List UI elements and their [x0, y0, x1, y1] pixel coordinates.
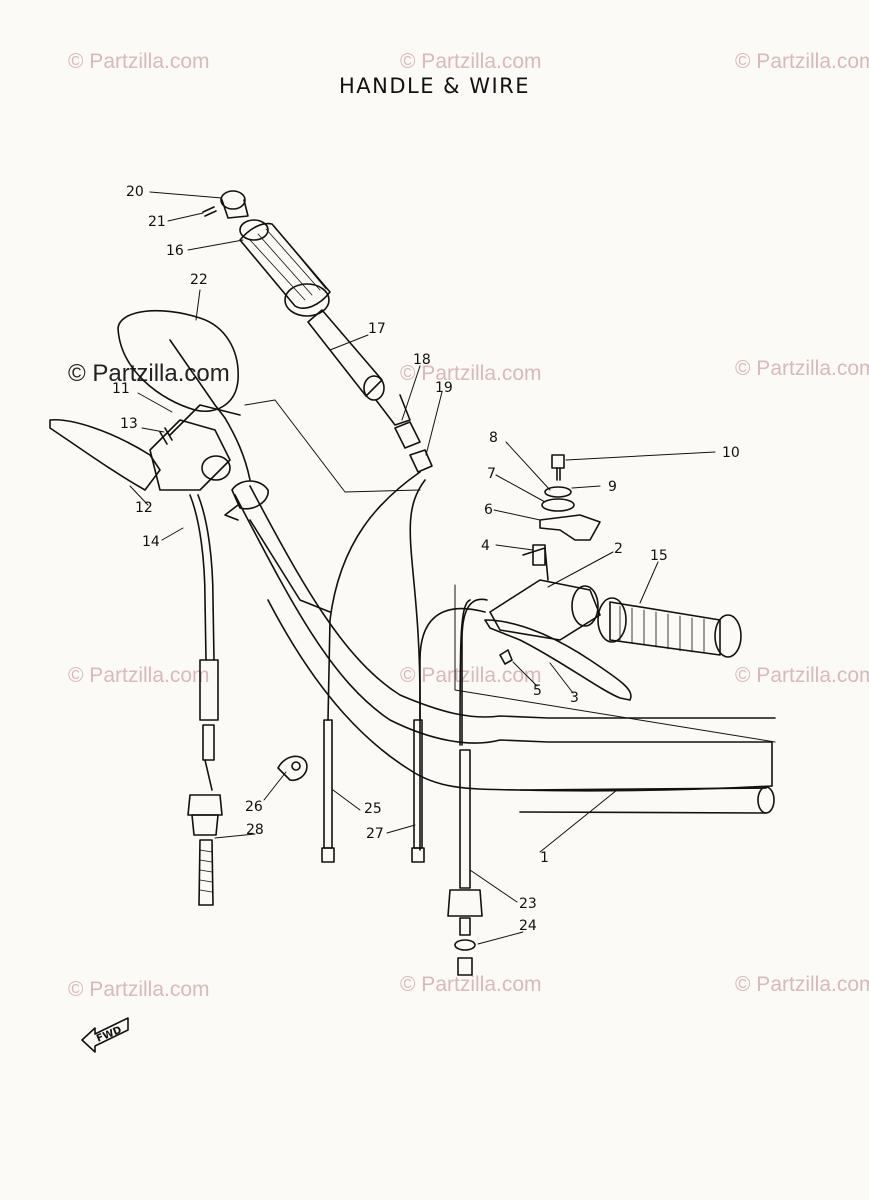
- watermark: © Partzilla.com: [68, 664, 210, 687]
- mirror: [117, 309, 251, 481]
- left-grip: [239, 219, 331, 317]
- callout-8: 8: [489, 430, 498, 446]
- handlebar: [234, 485, 776, 814]
- watermark: © Partzilla.com: [735, 973, 869, 996]
- callout-21: 21: [148, 214, 166, 230]
- callout-7: 7: [487, 466, 496, 482]
- assembly-lines: [244, 399, 776, 743]
- watermark: © Partzilla.com: [400, 664, 542, 687]
- callout-numbers: 20 21 16 22 17 18 19 11 13 12 14 10 8 9 …: [95, 184, 740, 1045]
- throttle-cable-holder: [327, 421, 433, 851]
- callout-24: 24: [519, 918, 537, 934]
- watermark: © Partzilla.com: [735, 357, 869, 380]
- watermark: © Partzilla.com: [400, 362, 542, 385]
- callout-20: 20: [126, 184, 144, 200]
- callout-15: 15: [650, 548, 668, 564]
- watermark-dark: © Partzilla.com: [68, 360, 230, 387]
- callout-18: 18: [413, 352, 431, 368]
- callout-22: 22: [190, 272, 208, 288]
- callout-25: 25: [364, 801, 382, 817]
- callout-5: 5: [533, 683, 542, 699]
- watermark: © Partzilla.com: [735, 50, 869, 73]
- right-lever-holder: [484, 547, 632, 701]
- watermark: © Partzilla.com: [735, 664, 869, 687]
- callout-12: 12: [135, 500, 153, 516]
- callout-26: 26: [245, 799, 263, 815]
- fwd-arrow-icon: [81, 1017, 129, 1053]
- callout-19: 19: [435, 380, 453, 396]
- callout-16: 16: [166, 243, 184, 259]
- handlebar-clamp: [224, 480, 269, 521]
- watermark: © Partzilla.com: [400, 50, 542, 73]
- callout-14: 14: [142, 534, 160, 550]
- callout-3: 3: [570, 690, 579, 706]
- left-lever-holder: [49, 404, 241, 491]
- right-grip: [597, 597, 742, 658]
- callout-23: 23: [519, 896, 537, 912]
- callout-1: 1: [540, 850, 549, 866]
- cable-clip: [277, 755, 308, 782]
- watermark: © Partzilla.com: [68, 978, 210, 1001]
- lever-hardware: [499, 454, 601, 665]
- callout-28: 28: [246, 822, 264, 838]
- watermark: © Partzilla.com: [68, 50, 210, 73]
- grip-end-cap: [202, 190, 249, 219]
- callout-2: 2: [614, 541, 623, 557]
- brake-cable: [419, 598, 488, 976]
- callout-9: 9: [608, 479, 617, 495]
- callout-10: 10: [722, 445, 740, 461]
- callout-6: 6: [484, 502, 493, 518]
- watermark: © Partzilla.com: [400, 973, 542, 996]
- clutch-cable: [187, 494, 223, 906]
- diagram-title: HANDLE & WIRE: [338, 74, 531, 98]
- callout-17: 17: [368, 321, 386, 337]
- callout-13: 13: [120, 416, 138, 432]
- callout-11: 11: [112, 381, 130, 397]
- callout-27: 27: [366, 826, 384, 842]
- throttle-tube: [307, 309, 411, 426]
- leader-lines: [129, 191, 716, 945]
- callout-4: 4: [481, 538, 490, 554]
